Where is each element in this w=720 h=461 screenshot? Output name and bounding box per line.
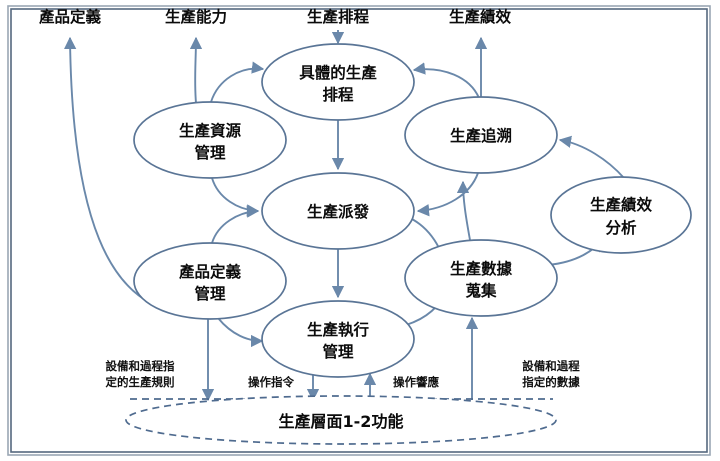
edge-label-line-2: 指定的數據: [522, 375, 580, 389]
top-label-layer: 產品定義 生產能力 生產排程 生產績效: [39, 7, 512, 26]
node-production-execution-management[interactable]: 生產執行 管理: [261, 300, 415, 378]
edge-production-tracking-to-detailed-scheduling: [412, 62, 480, 99]
edge-label-line-1: 操作響應: [393, 375, 439, 389]
node-label-line-1: 生產績效: [590, 195, 653, 214]
edge-production-tracking-to-production-dispatching: [416, 172, 479, 217]
node-label-line-2: 管理: [322, 342, 354, 361]
node-label-line-1: 具體的生產: [299, 63, 377, 82]
edge-label-equipment-process-data: 設備和過程 指定的數據: [522, 359, 580, 389]
layer-label: 生產層面1-2功能: [279, 412, 404, 431]
edge-production-resource-management-to-production-capability: [189, 36, 203, 104]
node-label-line-1: 產品定義: [179, 262, 242, 281]
node-label-line-1: 生產數據: [450, 259, 513, 278]
edge-label-layer: 設備和過程指 定的生產規則 操作指令 操作響應 設備和過程 指定的數據: [106, 359, 581, 389]
edge-label-line-1: 設備和過程: [522, 359, 580, 373]
edge-label-line-1: 操作指令: [248, 375, 294, 389]
edge-performance-analysis-to-production-tracking: [558, 135, 625, 179]
page-frame-inner: [10, 8, 708, 453]
edge-product-definition-management-to-production-execution: [217, 317, 264, 348]
edge-label-operation-command: 操作指令: [248, 375, 294, 389]
top-label-production-schedule: 生產排程: [307, 7, 370, 26]
node-label-line-1: 生產派發: [307, 202, 370, 221]
node-label-line-2: 管理: [194, 284, 226, 303]
top-label-production-performance: 生產績效: [449, 7, 512, 26]
node-label-line-1: 生產執行: [307, 320, 370, 339]
node-product-definition-management[interactable]: 產品定義 管理: [133, 242, 287, 320]
node-production-layer-1-2[interactable]: 生產層面1-2功能: [125, 395, 557, 445]
node-layer: 具體的生產 排程 生產資源 管理 生產追溯 生產派發 生產績效 分析: [125, 43, 692, 445]
edge-production-data-collection-to-production-tracking: [456, 180, 471, 241]
node-label-line-2: 管理: [194, 143, 226, 162]
page-frame-outer: [7, 5, 711, 456]
node-label-line-1: 生產追溯: [450, 126, 512, 145]
node-label-line-1: 生產資源: [179, 121, 242, 140]
edge-product-definition-management-to-production-dispatching: [211, 205, 260, 244]
edge-production-resource-management-to-detailed-scheduling: [210, 61, 265, 103]
node-production-tracking[interactable]: 生產追溯: [404, 96, 558, 174]
top-label-product-definition: 產品定義: [39, 7, 102, 26]
edge-label-operation-response: 操作響應: [393, 375, 439, 389]
node-production-resource-management[interactable]: 生產資源 管理: [133, 101, 287, 179]
top-label-production-capability: 生產能力: [165, 7, 227, 26]
node-production-dispatching[interactable]: 生產派發: [261, 172, 415, 250]
node-production-data-collection[interactable]: 生產數據 蒐集: [404, 239, 558, 317]
edge-label-equipment-process-production-rules: 設備和過程指 定的生產規則: [106, 359, 175, 389]
node-production-performance-analysis[interactable]: 生產績效 分析: [550, 176, 692, 254]
edge-production-resource-management-to-production-dispatching: [211, 177, 260, 217]
node-label-line-2: 分析: [605, 218, 637, 237]
node-detailed-production-scheduling[interactable]: 具體的生產 排程: [261, 43, 415, 121]
edge-label-line-2: 定的生產規則: [106, 375, 175, 389]
edge-label-line-1: 設備和過程指: [106, 359, 175, 373]
node-label-line-2: 蒐集: [465, 281, 497, 300]
node-label-line-2: 排程: [322, 85, 354, 104]
